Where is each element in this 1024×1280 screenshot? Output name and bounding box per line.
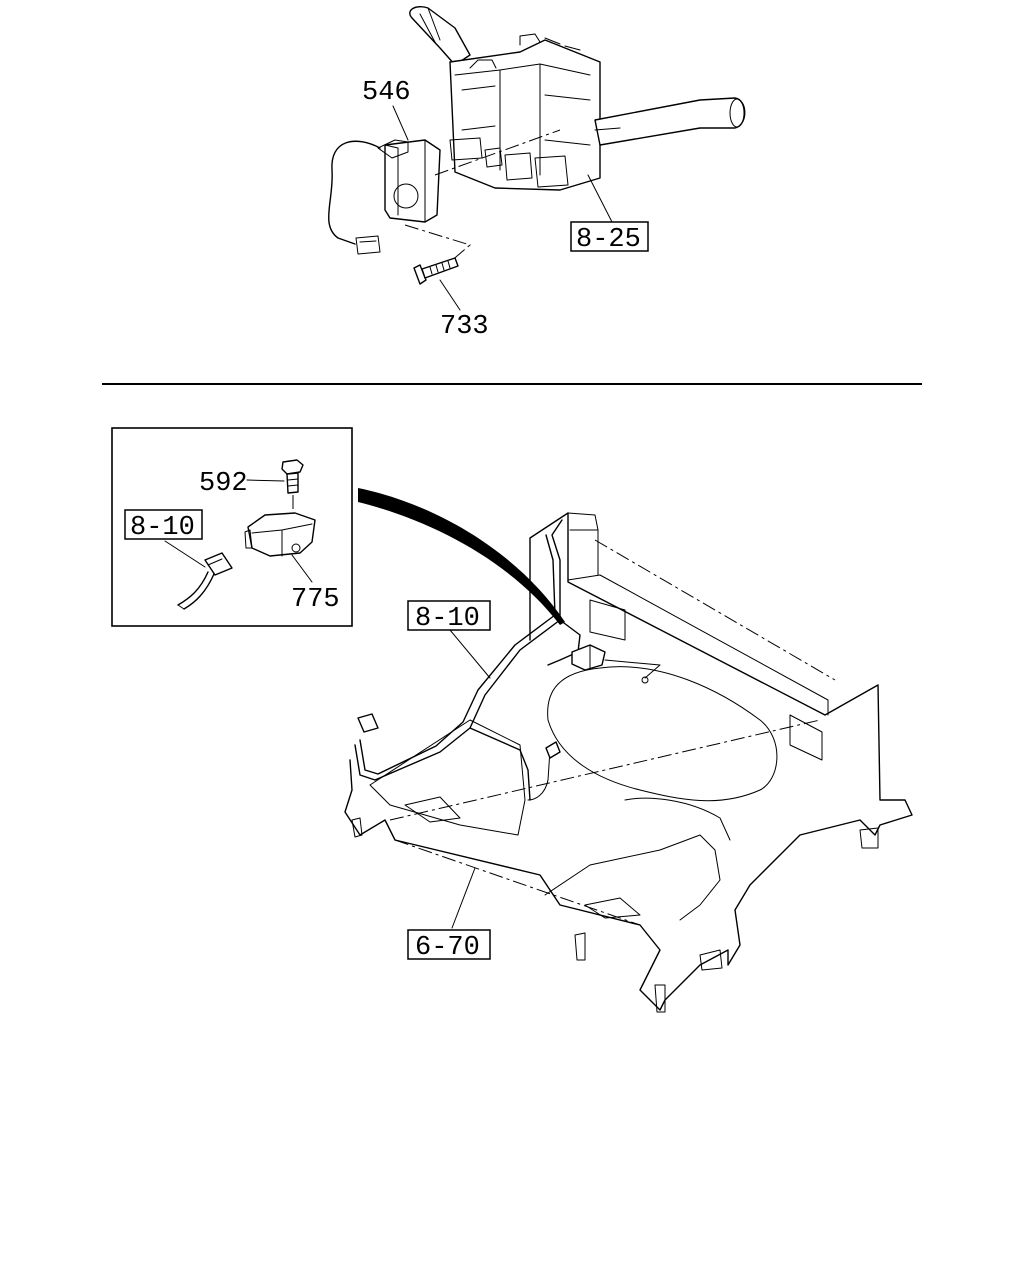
leader-6-70 — [451, 867, 476, 929]
leader-775 — [291, 554, 313, 583]
locator-line — [434, 129, 561, 176]
callout-6-70: 6-70 — [415, 933, 480, 963]
callout-box-8-10-inset — [124, 509, 203, 540]
callout-592: 592 — [199, 469, 248, 499]
bolt-592 — [281, 459, 304, 520]
steering-angle-sensor — [328, 139, 441, 255]
callout-box-8-25 — [570, 221, 649, 252]
callout-8-25: 8-25 — [576, 225, 641, 255]
leader-546 — [392, 105, 409, 141]
screw-733 — [413, 257, 459, 285]
harness-connector — [177, 552, 233, 610]
leader-8-10-inset — [164, 540, 206, 568]
callout-box-6-70 — [407, 929, 491, 960]
detail-pointer — [358, 488, 565, 625]
leader-8-10-main — [449, 629, 491, 679]
leader-592 — [246, 479, 285, 482]
floor-panel — [344, 512, 913, 1013]
callout-8-10-inset: 8-10 — [130, 513, 195, 543]
callout-733: 733 — [440, 312, 489, 342]
callout-775: 775 — [291, 585, 340, 615]
sensor-775 — [244, 512, 316, 557]
locator-line — [404, 224, 472, 263]
wire-harness-floor — [354, 519, 661, 801]
leader-733 — [439, 279, 461, 311]
callout-546: 546 — [362, 78, 411, 108]
callout-8-10-main: 8-10 — [415, 604, 480, 634]
leader-8-25 — [587, 174, 613, 223]
combination-switch-assembly — [409, 6, 746, 191]
callout-box-8-10-main — [407, 600, 491, 631]
